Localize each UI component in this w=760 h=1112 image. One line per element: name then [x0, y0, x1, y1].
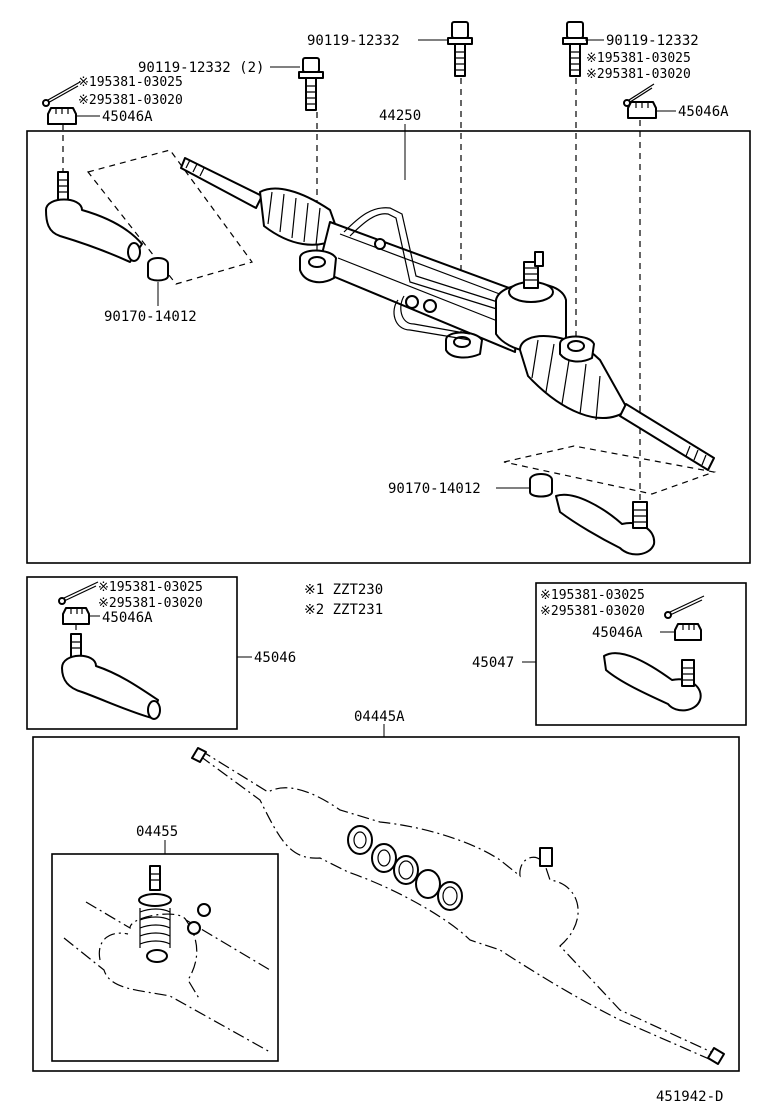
spring-kit-outline-icon — [63, 901, 271, 1053]
small-seal-icon — [187, 903, 211, 935]
label-note-2: ※2 ZZT231 — [304, 602, 383, 618]
bushing-right-icon — [529, 473, 553, 498]
label-nut-right: 45046A — [678, 104, 729, 120]
adjusting-screw-icon — [149, 865, 161, 891]
label-tie-rod-end-right: 45047 — [472, 655, 514, 671]
label-bolt-top-left: 90119-12332 (2) — [138, 60, 264, 76]
label-inset-left-pin-1: ※195381-03025 — [98, 580, 203, 595]
left-tie-rod-inset-frame — [26, 576, 238, 730]
label-note-1: ※1 ZZT230 — [304, 582, 383, 598]
tie-rod-end-main-right-icon — [555, 493, 656, 556]
bolt-top-left-icon — [298, 57, 324, 111]
bolt-top-right-icon — [562, 21, 588, 77]
steering-rack-assembly-icon — [180, 157, 715, 471]
label-tie-rod-end-left: 45046 — [254, 650, 296, 666]
bushing-left-icon — [147, 257, 169, 282]
label-pin-left-2: ※295381-03020 — [78, 93, 183, 108]
seal-ring-5-icon — [437, 881, 463, 911]
inset-left-tie-rod-end-icon — [61, 633, 161, 720]
gasket-kit-frame — [32, 736, 740, 1072]
label-bolt-top-center: 90119-12332 — [307, 33, 400, 49]
seal-ring-2-icon — [371, 843, 397, 873]
bolt-top-center-icon — [447, 21, 473, 77]
inset-right-tie-rod-end-icon — [603, 652, 702, 712]
label-gasket-kit: 04445A — [354, 709, 405, 725]
inset-left-cotter-pin-icon — [58, 581, 99, 605]
right-tie-rod-inset-frame — [535, 582, 747, 726]
label-pin-left-1: ※195381-03025 — [78, 75, 183, 90]
compression-spring-icon — [138, 893, 172, 963]
label-inset-left-pin-2: ※295381-03020 — [98, 596, 203, 611]
label-nut-left: 45046A — [102, 109, 153, 125]
castle-nut-right-icon — [627, 101, 657, 119]
label-inset-right-pin-2: ※295381-03020 — [540, 604, 645, 619]
inset-left-castle-nut-icon — [62, 607, 90, 625]
seal-ring-4-icon — [415, 869, 441, 899]
label-pin-right-1: ※195381-03025 — [586, 51, 691, 66]
label-spring-kit: 04455 — [136, 824, 178, 840]
label-inset-left-nut: 45046A — [102, 610, 153, 626]
label-pin-right-2: ※295381-03020 — [586, 67, 691, 82]
seal-ring-3-icon — [393, 855, 419, 885]
label-inset-right-pin-1: ※195381-03025 — [540, 588, 645, 603]
inset-right-cotter-pin-icon — [664, 595, 705, 619]
tie-rod-end-main-left-icon — [45, 171, 143, 263]
label-rack-assy: 44250 — [379, 108, 421, 124]
label-diagram-id: 451942-D — [656, 1089, 723, 1105]
label-inset-right-nut: 45046A — [592, 625, 643, 641]
label-bushing-right: 90170-14012 — [388, 481, 481, 497]
label-bolt-top-right: 90119-12332 — [606, 33, 699, 49]
gasket-kit-outline-icon — [191, 747, 725, 1065]
label-bushing-left: 90170-14012 — [104, 309, 197, 325]
inset-right-castle-nut-icon — [674, 623, 702, 641]
main-assembly-frame — [26, 130, 751, 564]
cotter-pin-left-icon — [42, 81, 81, 107]
seal-ring-1-icon — [347, 825, 373, 855]
castle-nut-left-icon — [47, 107, 77, 125]
